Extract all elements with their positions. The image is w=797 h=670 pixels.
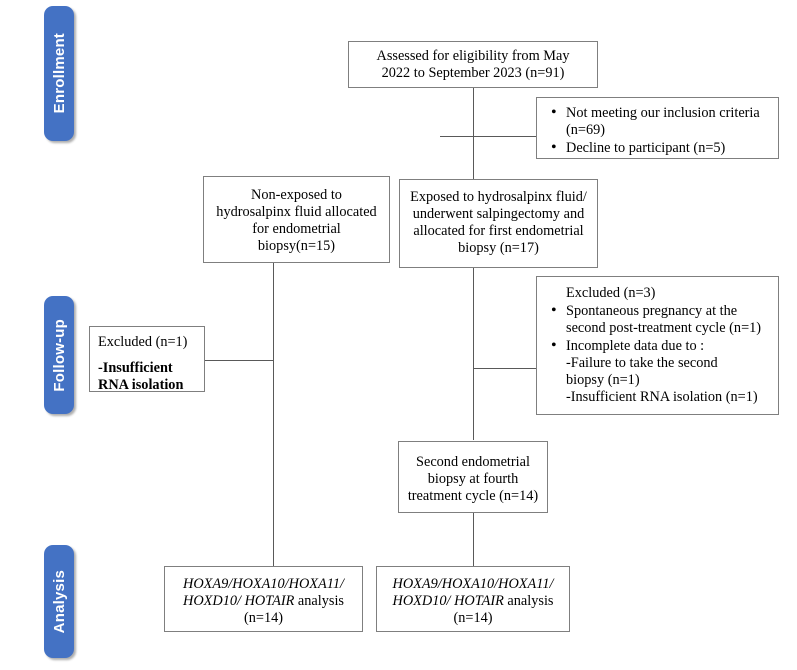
analysis-right-suffix: analysis [503, 592, 554, 609]
exposed-line-3: allocated for first endometrial [413, 222, 584, 239]
nonexposed-line-4: biopsy(n=15) [257, 237, 336, 254]
box-non-exposed-allocation: Non-exposed to hydrosalpinx fluid alloca… [203, 176, 390, 263]
connector-assessed-trunk [473, 87, 474, 182]
analysis-left-genes-line-1: HOXA9/HOXA10/HOXA11/ [183, 576, 344, 592]
phase-tab-followup[interactable]: Follow-up [44, 296, 74, 414]
box-excluded-followup-left: Excluded (n=1) -Insufficient RNA isolati… [89, 326, 205, 393]
exposed-line-2: underwent salpingectomy and [412, 205, 585, 222]
connector-trunk-tick-left [440, 136, 474, 137]
excluded-left-detail: -Insufficient RNA isolation [98, 359, 184, 393]
nonexposed-line-1: Non-exposed to [251, 187, 342, 203]
connector-secondbiopsy-down [473, 513, 474, 566]
second-biopsy-line-2: biopsy at fourth [427, 470, 519, 487]
second-biopsy-line-1: Second endometrial [416, 454, 530, 470]
excluded-right-sub-2: -Insufficient RNA isolation (n=1) [566, 389, 758, 406]
connector-to-excluded-right [473, 368, 536, 369]
box-excluded-eligibility: Not meeting our inclusion criteria (n=69… [536, 97, 779, 159]
excluded-left-heading: Excluded (n=1) [98, 334, 188, 350]
nonexposed-line-3: for endometrial [252, 220, 341, 237]
box-analysis-non-exposed: HOXA9/HOXA10/HOXA11/ HOXD10/ HOTAIR anal… [164, 566, 363, 632]
excluded-left-spacer [98, 351, 196, 360]
assessed-line-2: 2022 to September 2023 (n=91) [381, 64, 565, 81]
analysis-left-genes-line-2: HOXD10/ HOTAIR [183, 592, 295, 609]
phase-tab-enrollment-label: Enrollment [50, 33, 68, 114]
box-excluded-followup-right: Excluded (n=3) Spontaneous pregnancy at … [536, 276, 779, 415]
connector-exposed-down [473, 268, 474, 440]
connector-to-excluded-left [205, 360, 274, 361]
box-exposed-allocation: Exposed to hydrosalpinx fluid/ underwent… [399, 179, 598, 268]
excluded-right-heading: Excluded (n=3) [566, 285, 656, 301]
exposed-line-4: biopsy (n=17) [458, 239, 539, 256]
assessed-line-1: Assessed for eligibility from May [376, 48, 570, 64]
excluded-right-sub-1b: biopsy (n=1) [566, 372, 640, 389]
excluded-top-bullet-2: Decline to participant (n=5) [551, 139, 771, 158]
excluded-right-sub-1a: -Failure to take the second [566, 355, 718, 372]
phase-tab-analysis-label: Analysis [50, 569, 68, 634]
phase-tab-followup-label: Follow-up [50, 318, 68, 392]
nonexposed-line-2: hydrosalpinx fluid allocated [216, 203, 377, 220]
connector-to-excluded-top [473, 136, 536, 137]
box-assessed-for-eligibility: Assessed for eligibility from May 2022 t… [348, 41, 598, 88]
box-analysis-exposed: HOXA9/HOXA10/HOXA11/ HOXD10/ HOTAIR anal… [376, 566, 570, 632]
excluded-top-bullet-1: Not meeting our inclusion criteria (n=69… [551, 104, 771, 139]
connector-nonexposed-down [273, 263, 274, 566]
phase-tab-analysis[interactable]: Analysis [44, 545, 74, 658]
phase-tab-enrollment[interactable]: Enrollment [44, 6, 74, 141]
excluded-right-bullet-1: Spontaneous pregnancy at the second post… [551, 302, 771, 337]
analysis-left-suffix: analysis [294, 592, 344, 609]
analysis-left-count: (n=14) [243, 609, 284, 626]
exposed-line-1: Exposed to hydrosalpinx fluid/ [410, 189, 587, 205]
analysis-right-genes-line-2: HOXD10/ HOTAIR [392, 592, 504, 609]
analysis-right-count: (n=14) [453, 609, 493, 626]
excluded-right-bullet-2: Incomplete data due to : [551, 337, 771, 356]
second-biopsy-line-3: treatment cycle (n=14) [407, 487, 539, 504]
analysis-right-genes-line-1: HOXA9/HOXA10/HOXA11/ [392, 576, 554, 592]
box-second-endometrial-biopsy: Second endometrial biopsy at fourth trea… [398, 441, 548, 513]
